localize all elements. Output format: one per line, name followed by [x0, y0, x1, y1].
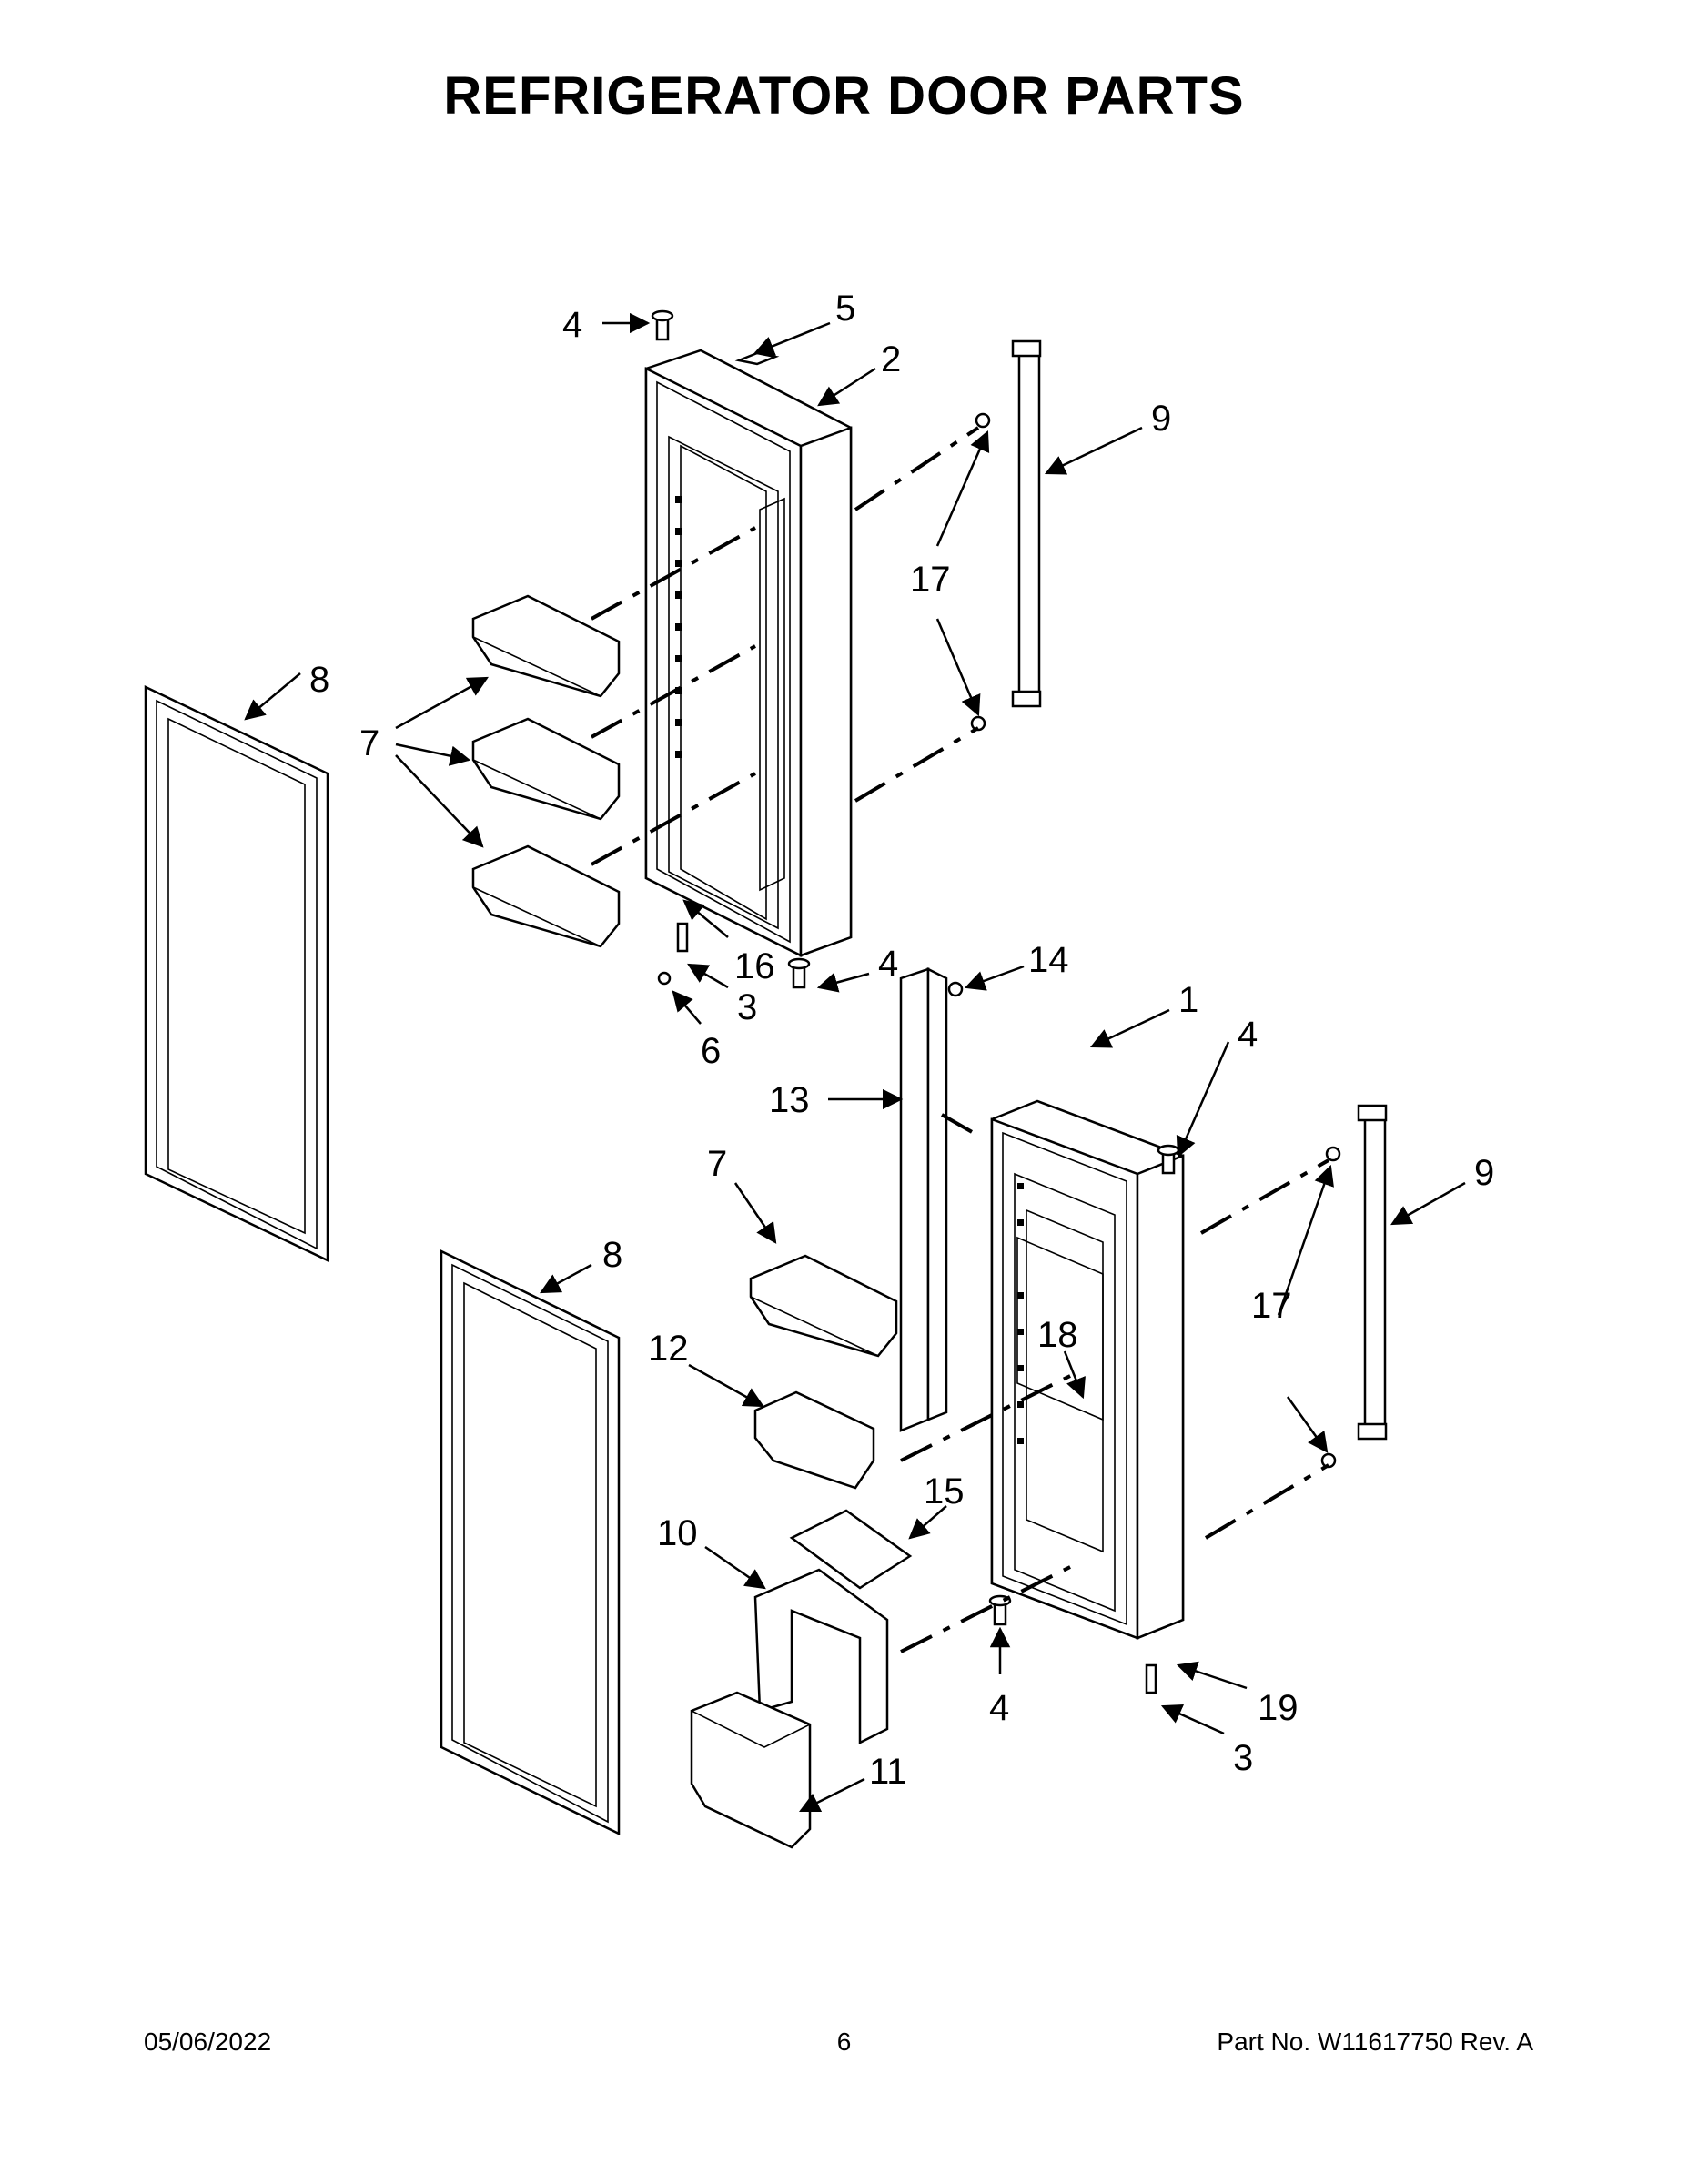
footer-page-number: 6: [836, 2027, 852, 2056]
callout-16: 16: [734, 946, 775, 986]
door-bin-2: [471, 717, 621, 821]
upper-hinge-pin: [651, 309, 674, 341]
callout-2: 2: [881, 339, 901, 379]
lower-handle: [1357, 1104, 1388, 1441]
callout-4: 4: [562, 305, 582, 345]
callout-9: 9: [1151, 399, 1171, 439]
callout-9: 9: [1474, 1153, 1494, 1193]
hinge-screws: [657, 922, 1157, 1694]
callout-1: 1: [1178, 980, 1198, 1020]
leader-arrows: [244, 312, 1466, 1813]
callout-19: 19: [1258, 1688, 1299, 1728]
footer-part-number: Part No. W11617750 Rev. A: [1217, 2027, 1533, 2056]
callout-5: 5: [835, 288, 855, 329]
bracket-10: [753, 1568, 889, 1745]
callout-8: 8: [309, 660, 329, 700]
bin-12: [753, 1390, 875, 1490]
callout-labels: 4 5 2 9 17 8 7 16 3 6 4 14 1 4 13 9 7 8 …: [309, 288, 1494, 1792]
callout-11: 11: [869, 1752, 907, 1792]
callout-4: 4: [878, 944, 898, 984]
tray-15: [789, 1509, 913, 1590]
callout-12: 12: [648, 1329, 689, 1369]
callout-3: 3: [1233, 1738, 1253, 1778]
callout-4: 4: [1238, 1015, 1258, 1055]
upper-door: [644, 349, 853, 958]
door-bin-1: [471, 594, 621, 698]
upper-handle: [1011, 339, 1042, 708]
upper-door-gasket: [144, 685, 329, 1262]
callout-4: 4: [989, 1688, 1009, 1728]
callout-6: 6: [701, 1031, 721, 1071]
callout-3: 3: [737, 987, 757, 1027]
assembly-lines: [591, 426, 1330, 1653]
door-shim: [734, 351, 780, 366]
callout-17: 17: [1251, 1286, 1292, 1326]
callout-14: 14: [1028, 940, 1069, 980]
callout-13: 13: [769, 1080, 810, 1120]
page-title: REFRIGERATOR DOOR PARTS: [443, 66, 1245, 126]
callout-17: 17: [910, 560, 951, 600]
door-bin-lower: [749, 1254, 898, 1358]
dispenser-channel: [899, 966, 964, 1432]
callout-10: 10: [657, 1513, 698, 1553]
lower-door-gasket: [440, 1249, 621, 1835]
callout-15: 15: [924, 1471, 965, 1512]
callout-7: 7: [359, 723, 379, 763]
lower-hinge-pin-top: [1157, 1144, 1180, 1175]
callout-7: 7: [707, 1144, 727, 1184]
footer-date: 05/06/2022: [144, 2027, 272, 2056]
lower-hinge-pin-bottom: [787, 957, 1012, 1626]
bucket-11: [690, 1691, 812, 1849]
door-bin-3: [471, 844, 621, 948]
callout-8: 8: [602, 1235, 622, 1275]
callout-18: 18: [1037, 1315, 1078, 1355]
lower-door: [990, 1099, 1185, 1640]
